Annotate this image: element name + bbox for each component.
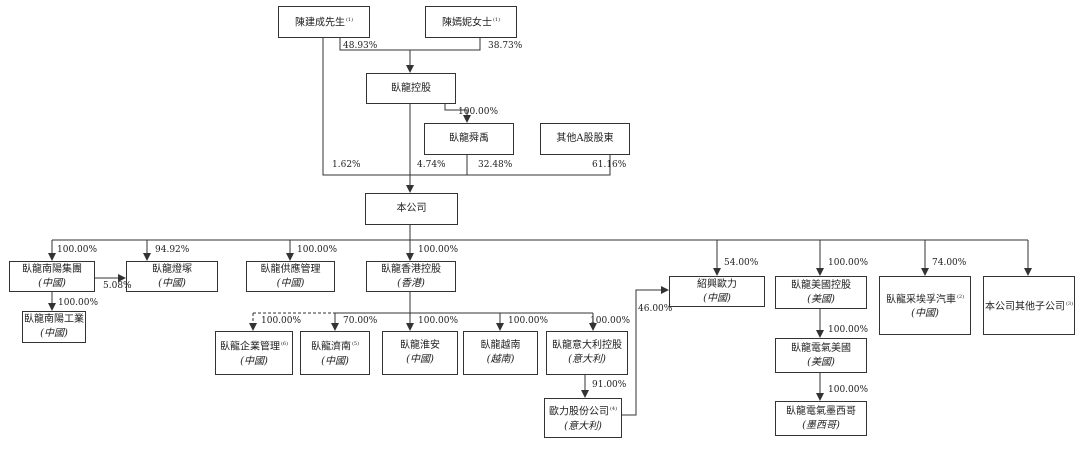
entity-wolong-supply-chain: 臥龍供應管理 (中國)	[246, 261, 335, 292]
pct-hk-to-italy-holding: 100.00%	[590, 316, 631, 326]
entity-wolong-hk-holding: 臥龍香港控股 (香港)	[366, 261, 456, 292]
shareholder-chen-jiancheng: 陳建成先生(1)	[278, 6, 370, 38]
box-name: 紹興歐力	[697, 278, 737, 290]
box-jurisdiction: (墨西哥)	[802, 419, 840, 431]
entity-wolong-electric-us: 臥龍電氣美國 (美國)	[775, 338, 867, 373]
box-jurisdiction: (中國)	[406, 354, 434, 365]
footnote-mark: (4)	[609, 406, 618, 413]
box-name: 其他A股股東	[556, 133, 614, 144]
entity-company: 本公司	[365, 193, 458, 225]
entity-other-a-shareholders: 其他A股股東	[540, 123, 630, 155]
box-name: 臥龍濟南	[310, 341, 351, 353]
entity-wolong-electric-mexico: 臥龍電氣墨西哥 (墨西哥)	[775, 401, 867, 436]
box-jurisdiction: (中國)	[40, 328, 68, 339]
box-name: 本公司其他子公司	[984, 301, 1065, 313]
pct-hk-to-enterprise-mgmt: 100.00%	[261, 316, 302, 326]
box-name: 陳建成先生	[294, 17, 345, 29]
entity-wolong-nanyang-industry: 臥龍南陽工業 (中國)	[22, 311, 86, 343]
pct-company-to-us-holding: 100.00%	[828, 258, 869, 268]
box-name: 歐力股份公司	[548, 406, 609, 418]
box-jurisdiction: (中國)	[240, 355, 268, 367]
entity-wolong-huaian: 臥龍淮安 (中國)	[382, 331, 458, 375]
shareholder-chen-yanni: 陳嫣妮女士(1)	[425, 6, 517, 38]
entity-ouli-shares: 歐力股份公司(4) (意大利)	[544, 398, 622, 438]
pct-chen-jiancheng-to-holding: 48.93%	[343, 41, 378, 51]
box-name: 臥龍越南	[480, 340, 521, 351]
footnote-mark: (2)	[956, 293, 965, 300]
footnote-mark: (1)	[492, 17, 501, 24]
box-jurisdiction: (美國)	[807, 293, 835, 305]
entity-other-subsidiaries: 本公司其他子公司(3)	[983, 276, 1075, 335]
pct-hk-to-vietnam: 100.00%	[508, 316, 549, 326]
box-name: 本公司	[396, 203, 427, 214]
pct-italy-holding-to-ouli: 91.00%	[592, 380, 627, 390]
box-jurisdiction: (中國)	[158, 277, 186, 289]
box-name: 臥龍企業管理	[219, 341, 280, 353]
pct-company-to-caiyu-auto: 74.00%	[932, 258, 967, 268]
pct-chen-yanni-to-holding: 38.73%	[488, 41, 523, 51]
entity-wolong-enterprise-mgmt: 臥龍企業管理(6) (中國)	[215, 331, 293, 375]
pct-electric-us-to-mexico: 100.00%	[828, 385, 869, 395]
pct-ouli-to-shaoxing-ouli: 46.00%	[638, 304, 673, 314]
pct-company-to-hk-holding: 100.00%	[418, 245, 459, 255]
box-name: 臥龍意大利控股	[552, 340, 622, 351]
pct-holding-to-company: 4.74%	[417, 160, 446, 170]
box-jurisdiction: (意大利)	[564, 420, 602, 432]
box-name: 臥龍采埃孚汽車	[885, 294, 956, 306]
pct-hk-to-huaian: 100.00%	[418, 316, 459, 326]
box-jurisdiction: (越南)	[486, 354, 515, 365]
pct-us-holding-to-electric-us: 100.00%	[828, 325, 869, 335]
footnote-mark: (1)	[345, 17, 354, 24]
entity-shaoxing-ouli: 紹興歐力 (中國)	[669, 276, 765, 307]
box-name: 臥龍控股	[391, 82, 431, 94]
box-name: 臥龍電氣美國	[791, 342, 851, 354]
box-jurisdiction: (意大利)	[568, 354, 606, 365]
pct-chen-jiancheng-to-company: 1.62%	[332, 160, 361, 170]
box-name: 臥龍供應管理	[260, 263, 321, 275]
box-name: 臥龍電氣墨西哥	[786, 405, 856, 417]
box-jurisdiction: (中國)	[321, 355, 349, 367]
pct-nanyang-group-to-dengjia: 5.08%	[103, 281, 132, 291]
entity-wolong-vietnam: 臥龍越南 (越南)	[463, 331, 538, 375]
footnote-mark: (6)	[280, 341, 289, 348]
pct-other-a-to-company: 61.16%	[592, 160, 627, 170]
pct-company-to-nanyang-group: 100.00%	[57, 245, 98, 255]
entity-wolong-nanyang-group: 臥龍南陽集團 (中國)	[9, 261, 95, 292]
box-name: 臥龍美國控股	[791, 279, 851, 291]
edge-holding-to-shunchang	[444, 104, 471, 123]
box-name: 臥龍南陽工業	[24, 314, 84, 325]
entity-wolong-us-holding: 臥龍美國控股 (美國)	[775, 276, 867, 309]
box-name: 臥龍淮安	[400, 340, 440, 351]
entity-wolong-shunchang: 臥龍舜禹	[424, 123, 514, 155]
box-name: 臥龍香港控股	[381, 263, 441, 275]
entity-wolong-jinan: 臥龍濟南(5) (中國)	[300, 331, 370, 375]
footnote-mark: (5)	[351, 341, 360, 348]
box-name: 臥龍南陽集團	[22, 263, 82, 275]
box-jurisdiction: (美國)	[807, 356, 835, 368]
box-name: 臥龍燈塚	[152, 263, 192, 275]
pct-hk-to-jinan: 70.00%	[343, 316, 378, 326]
pct-holding-to-shunchang: 100.00%	[458, 107, 499, 117]
entity-wolong-caiyu-auto: 臥龍采埃孚汽車(2) (中國)	[879, 276, 971, 335]
pct-company-to-supply-chain: 100.00%	[297, 245, 338, 255]
box-jurisdiction: (中國)	[38, 277, 66, 289]
box-jurisdiction: (中國)	[276, 277, 305, 289]
box-name: 臥龍舜禹	[449, 133, 489, 144]
pct-company-to-shaoxing-ouli: 54.00%	[724, 258, 759, 268]
entity-wolong-dengjia: 臥龍燈塚 (中國)	[126, 261, 218, 292]
pct-nanyang-group-to-industry: 100.00%	[58, 298, 99, 308]
box-jurisdiction: (香港)	[397, 277, 425, 289]
pct-shunchang-to-company: 32.48%	[478, 160, 513, 170]
box-jurisdiction: (中國)	[703, 292, 731, 304]
footnote-mark: (3)	[1065, 300, 1074, 307]
entity-wolong-italy-holding: 臥龍意大利控股 (意大利)	[546, 331, 628, 375]
entity-wolong-holding: 臥龍控股	[366, 73, 456, 104]
box-jurisdiction: (中國)	[911, 308, 939, 320]
box-name: 陳嫣妮女士	[441, 17, 492, 29]
pct-company-to-dengjia: 94.92%	[155, 245, 190, 255]
